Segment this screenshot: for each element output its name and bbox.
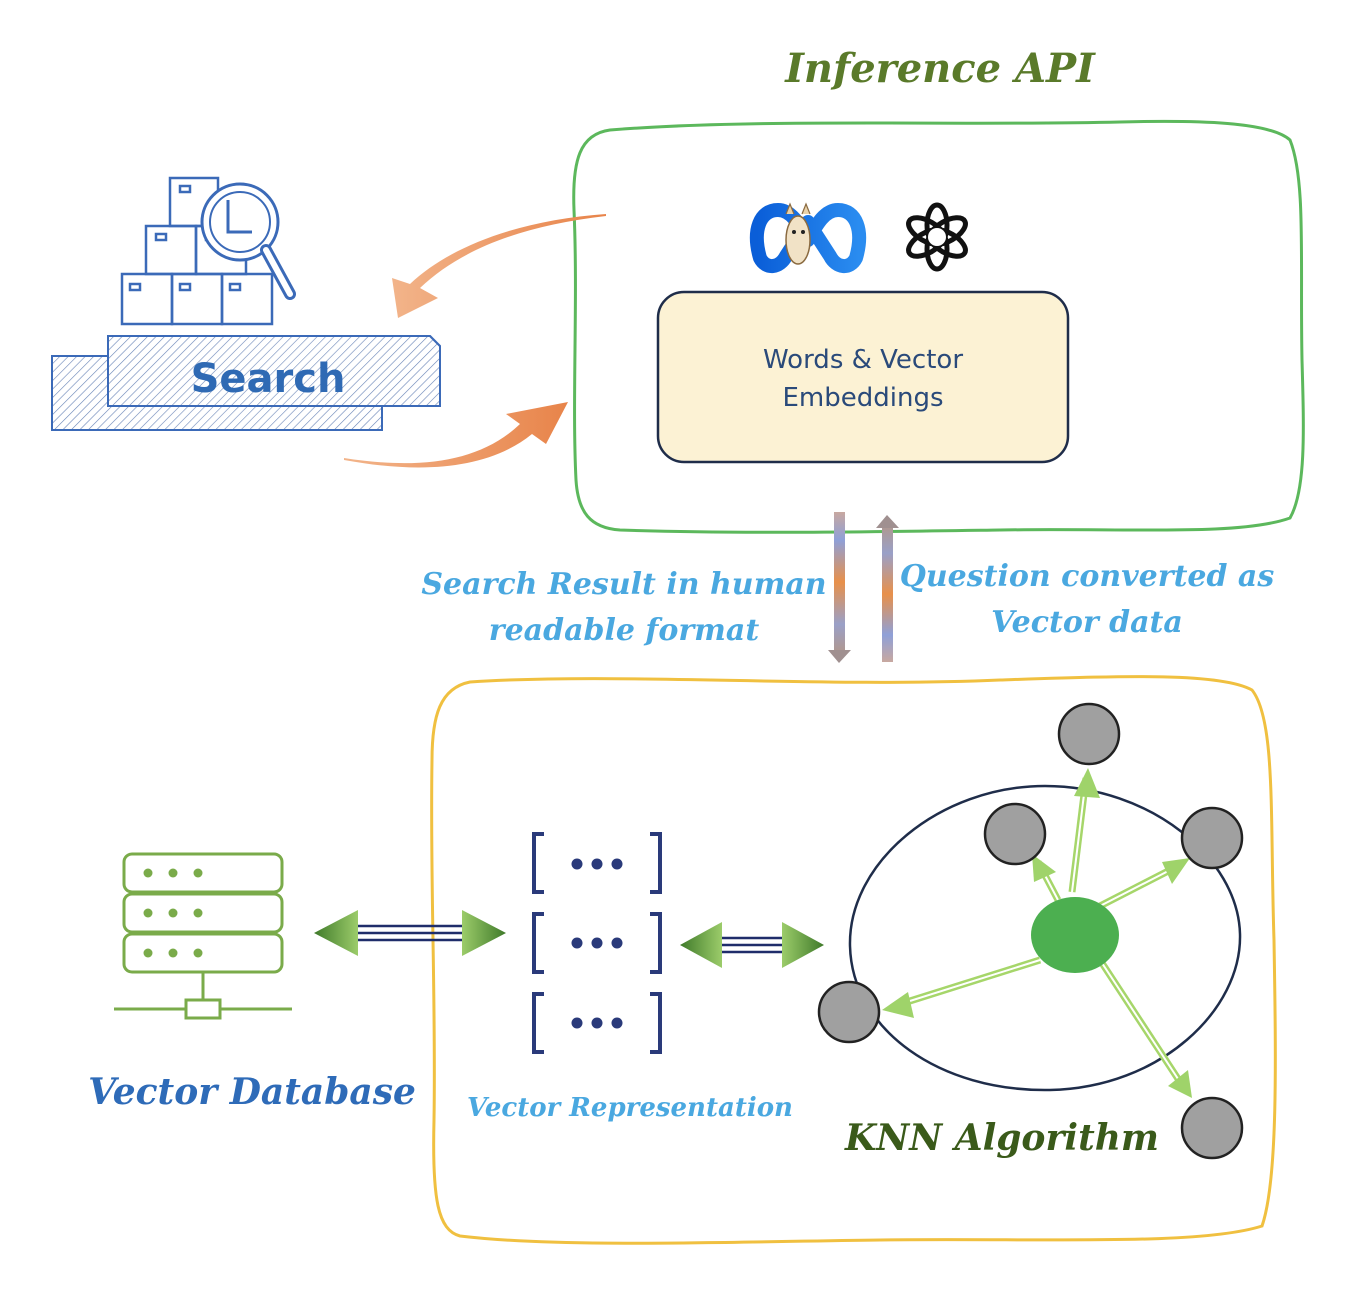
knn-node [1180,1096,1244,1160]
embeddings-box [656,290,1070,464]
knn-node [1180,806,1244,870]
result-to-search-arrow [392,214,606,318]
search-label: Search [191,356,346,402]
embeddings-label-line2: Embeddings [782,383,943,413]
knn-algorithm-label: KNN Algorithm [844,1117,1159,1159]
inference-api-container [572,119,1305,534]
search-to-inference-arrow [344,402,568,468]
inference-api-title: Inference API [784,45,1096,92]
embeddings-label-line1: Words & Vector [763,345,963,375]
search-banner[interactable] [51,335,441,431]
knn-arrowheads [882,768,1192,1098]
result-label-line2: readable format [489,613,760,648]
up-arrow [876,515,899,662]
vector-dots [571,858,623,1029]
knn-edges-inner [893,777,1185,1089]
vector-representation-label: Vector Representation [467,1093,793,1123]
knn-node [1057,702,1121,766]
vector-representation-icon [532,832,662,1054]
meta-llama-logo [749,202,867,273]
openai-logo [906,202,968,272]
knn-nodes [817,702,1244,1160]
vector-knn-double-arrow [680,922,824,968]
server-icon [114,852,292,1020]
vector-search-container [430,675,1277,1245]
result-label-line1: Search Result in human [421,567,826,602]
question-label-line2: Vector data [991,605,1183,640]
package-search-icon [120,176,296,326]
server-leds [143,868,203,958]
knn-query-node [1031,897,1119,973]
db-vector-double-arrow [314,910,506,956]
knn-node [817,980,881,1044]
down-arrow [828,512,851,663]
vector-database-label: Vector Database [88,1071,416,1113]
question-label-line1: Question converted as [900,559,1275,594]
knn-node [983,802,1047,866]
